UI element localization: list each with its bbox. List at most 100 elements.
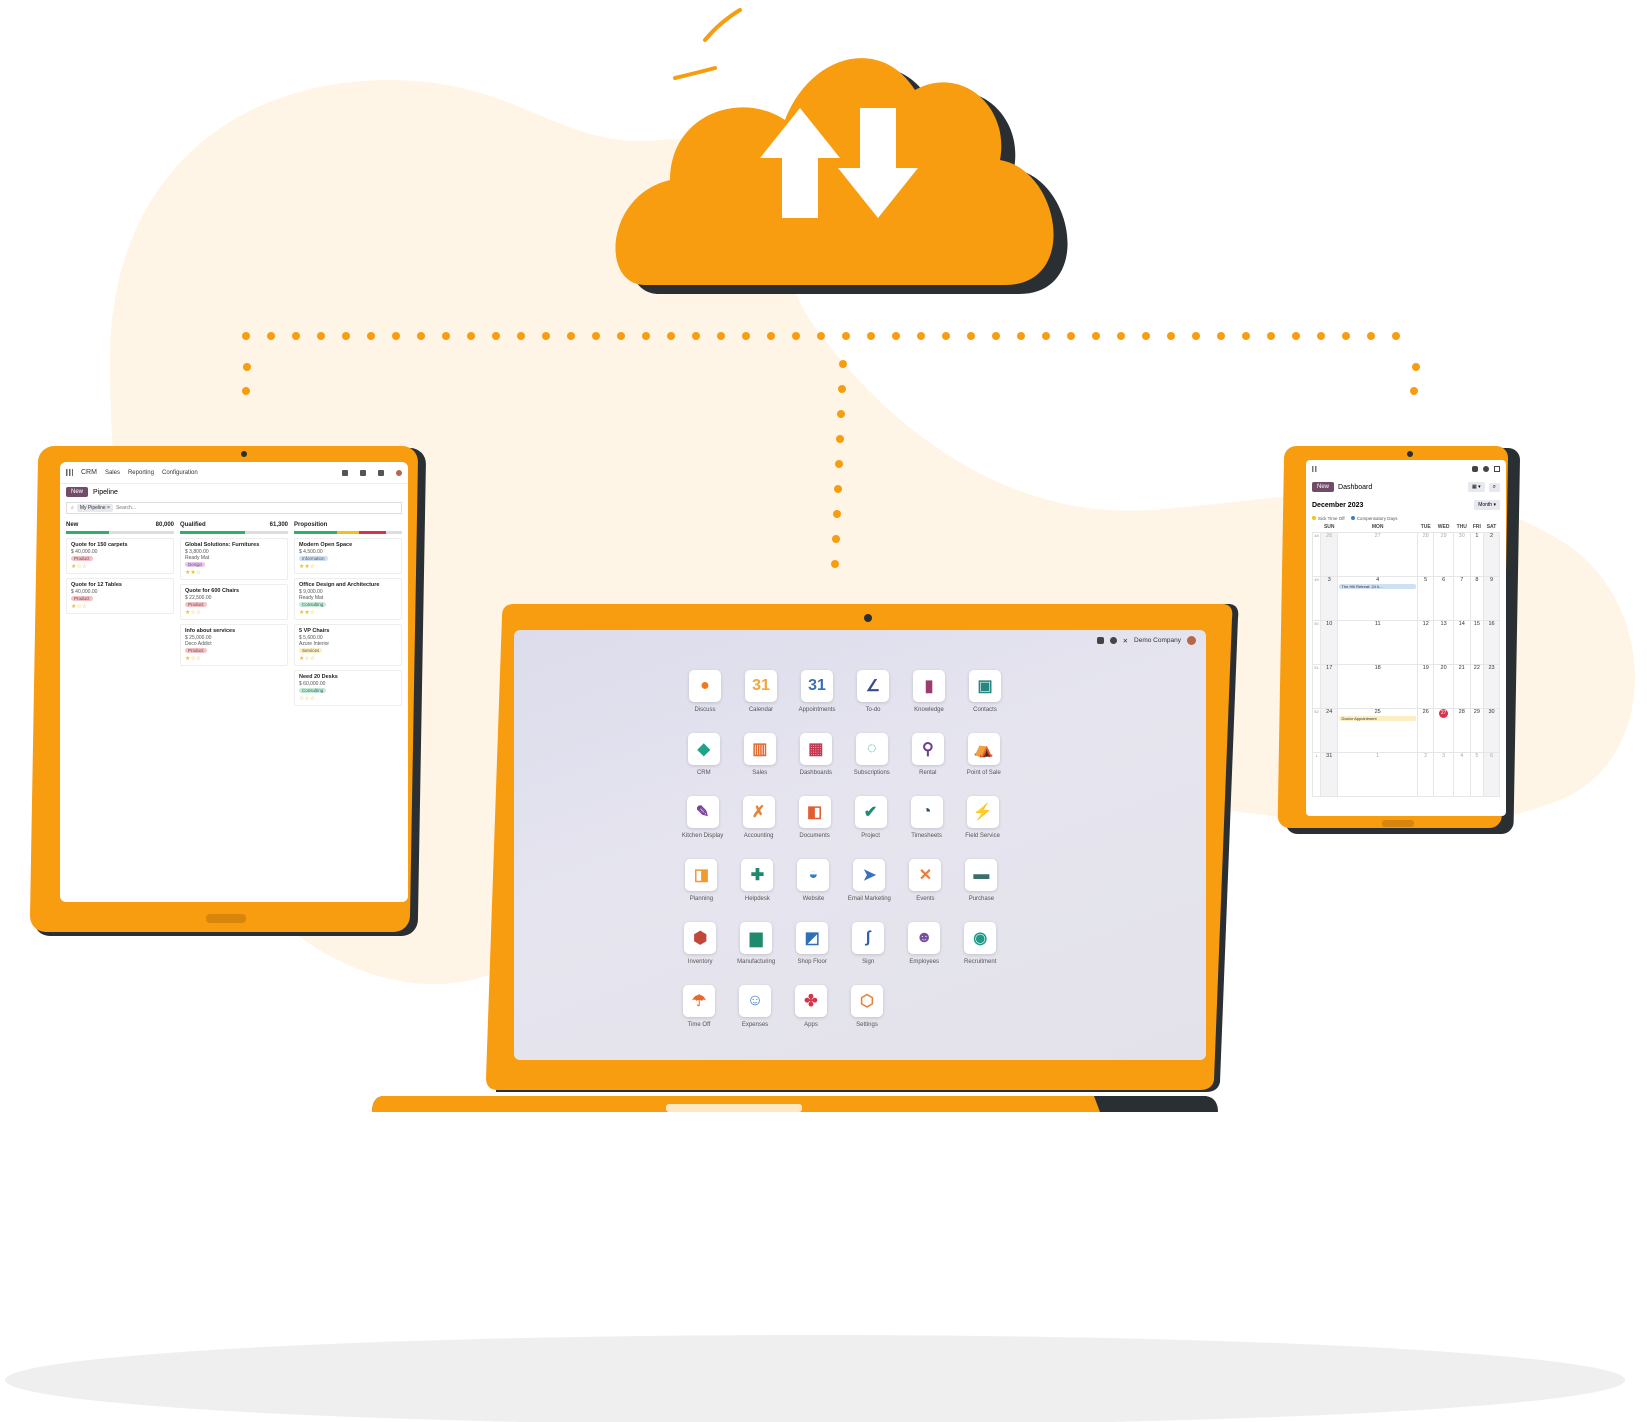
company-name[interactable]: Demo Company — [1134, 637, 1181, 644]
priority-stars[interactable]: ★☆☆ — [71, 564, 88, 570]
app-tile-shop-floor[interactable]: ◩Shop Floor — [781, 922, 843, 965]
calendar-day-cell[interactable]: 3 — [1433, 751, 1454, 797]
calendar-day-cell[interactable]: 17 — [1319, 663, 1339, 709]
app-tile-dashboards[interactable]: ▦Dashboards — [785, 733, 847, 776]
calendar-day-cell[interactable]: 26 — [1416, 707, 1435, 753]
avatar[interactable] — [396, 469, 402, 476]
chat-icon[interactable] — [1472, 466, 1478, 472]
chat-icon[interactable] — [342, 469, 348, 476]
calendar-day-cell[interactable]: 6 — [1483, 751, 1500, 797]
search-bar[interactable]: ⌕ My Pipeline × Search... — [66, 502, 402, 514]
app-tile-subscriptions[interactable]: ◌Subscriptions — [841, 733, 903, 776]
calendar-day-cell[interactable]: 5 — [1416, 575, 1435, 621]
calendar-day-cell[interactable]: 16 — [1483, 619, 1500, 665]
calendar-day-cell[interactable]: 18 — [1337, 663, 1418, 709]
new-button[interactable]: New — [1312, 482, 1335, 492]
calendar-day-cell[interactable]: 8 — [1469, 575, 1485, 621]
new-button[interactable]: New — [66, 487, 89, 497]
calendar-day-cell[interactable]: 28 — [1452, 707, 1471, 753]
calendar-day-cell[interactable]: 1 — [1469, 531, 1485, 577]
app-tile-purchase[interactable]: ▬Purchase — [950, 859, 1012, 902]
app-tile-to-do[interactable]: ∠To-do — [842, 670, 904, 713]
legend-item[interactable]: Compensatory Days — [1350, 516, 1397, 521]
calendar-day-cell[interactable]: 10 — [1319, 619, 1339, 665]
app-tile-point-of-sale[interactable]: ⛺Point of Sale — [953, 733, 1015, 776]
calendar-day-cell[interactable]: 28 — [1416, 531, 1435, 577]
calendar-day-cell[interactable]: 29 — [1433, 531, 1454, 577]
app-tile-time-off[interactable]: ☂Time Off — [668, 985, 730, 1028]
calendar-day-cell[interactable]: 24 — [1319, 707, 1339, 753]
calendar-event[interactable]: Doctor Appointment — [1339, 715, 1416, 721]
calendar-day-cell[interactable]: 7 — [1452, 575, 1471, 621]
priority-stars[interactable]: ☆☆☆ — [299, 696, 316, 702]
app-tile-apps[interactable]: ✤Apps — [780, 985, 842, 1028]
app-tile-expenses[interactable]: ☺Expenses — [724, 985, 786, 1028]
calendar-day-cell[interactable]: 12 — [1416, 619, 1435, 665]
calendar-toggle-icon[interactable]: ▦ ▾ — [1468, 482, 1485, 492]
calendar-day-cell[interactable]: 13 — [1433, 619, 1454, 665]
calendar-day-cell[interactable]: 26 — [1319, 531, 1339, 577]
calendar-event[interactable]: The Hill Retreat: 24 h... — [1339, 583, 1416, 589]
app-tile-email-marketing[interactable]: ➤Email Marketing — [838, 859, 900, 902]
calendar-day-cell[interactable]: 5 — [1469, 751, 1485, 797]
activity-icon[interactable] — [1109, 637, 1117, 644]
app-tile-kitchen-display[interactable]: ✎Kitchen Display — [672, 796, 734, 839]
app-tile-website[interactable]: ◒Website — [782, 859, 844, 902]
calendar-day-cell[interactable]: 1 — [1337, 751, 1418, 797]
calendar-day-cell[interactable]: 6 — [1433, 575, 1454, 621]
calendar-day-cell[interactable]: 29 — [1469, 707, 1485, 753]
app-switcher-icon[interactable] — [66, 469, 73, 476]
priority-stars[interactable]: ★★☆ — [185, 570, 202, 576]
scale-dropdown[interactable]: Month ▾ — [1474, 500, 1500, 510]
priority-stars[interactable]: ★☆☆ — [299, 656, 316, 662]
calendar-day-cell[interactable]: 19 — [1416, 663, 1435, 709]
kanban-card[interactable]: Office Design and Architecture$ 9,000.00… — [294, 578, 402, 620]
app-tile-documents[interactable]: ◧Documents — [784, 796, 846, 839]
app-tile-inventory[interactable]: ⬢Inventory — [669, 922, 731, 965]
calendar-day-cell[interactable]: 15 — [1469, 619, 1485, 665]
app-tile-accounting[interactable]: ✗Accounting — [728, 796, 790, 839]
app-tile-sign[interactable]: ∫Sign — [837, 922, 899, 965]
menu-reporting[interactable]: Reporting — [127, 469, 154, 476]
kanban-column-header[interactable]: Proposition — [294, 522, 402, 528]
panel-icon[interactable] — [1494, 466, 1500, 472]
calendar-day-cell[interactable]: 3 — [1319, 575, 1339, 621]
priority-stars[interactable]: ★☆☆ — [185, 610, 202, 616]
priority-stars[interactable]: ★★☆ — [299, 564, 316, 570]
app-tile-manufacturing[interactable]: ▆Manufacturing — [725, 922, 787, 965]
app-tile-events[interactable]: ✕Events — [894, 859, 956, 902]
priority-stars[interactable]: ★☆☆ — [185, 656, 202, 662]
calendar-day-cell[interactable]: 27 — [1433, 707, 1454, 753]
app-tile-rental[interactable]: ⚲Rental — [897, 733, 959, 776]
app-tile-crm[interactable]: ◆CRM — [673, 733, 735, 776]
app-tile-sales[interactable]: ▥Sales — [729, 733, 791, 776]
activity-icon[interactable] — [1483, 466, 1489, 472]
column-progress-bar[interactable] — [180, 531, 288, 534]
chat-icon[interactable] — [1096, 637, 1104, 644]
calendar-day-cell[interactable]: 20 — [1433, 663, 1454, 709]
calendar-day-cell[interactable]: 31 — [1319, 751, 1339, 797]
calendar-day-cell[interactable]: 2 — [1483, 531, 1500, 577]
search-input[interactable]: Search... — [115, 505, 136, 511]
calendar-day-cell[interactable]: 22 — [1469, 663, 1485, 709]
column-progress-bar[interactable] — [66, 531, 174, 534]
crm-app-name[interactable]: CRM — [81, 469, 97, 476]
app-tile-employees[interactable]: ☻Employees — [893, 922, 955, 965]
priority-stars[interactable]: ★★☆ — [299, 610, 316, 616]
avatar[interactable] — [1187, 636, 1196, 645]
settings-icon[interactable] — [378, 469, 384, 476]
calendar-day-cell[interactable]: 11 — [1337, 619, 1418, 665]
app-tile-recruitment[interactable]: ◉Recruitment — [949, 922, 1011, 965]
app-tile-discuss[interactable]: ●Discuss — [674, 670, 736, 713]
app-tile-timesheets[interactable]: ◔Timesheets — [896, 796, 958, 839]
